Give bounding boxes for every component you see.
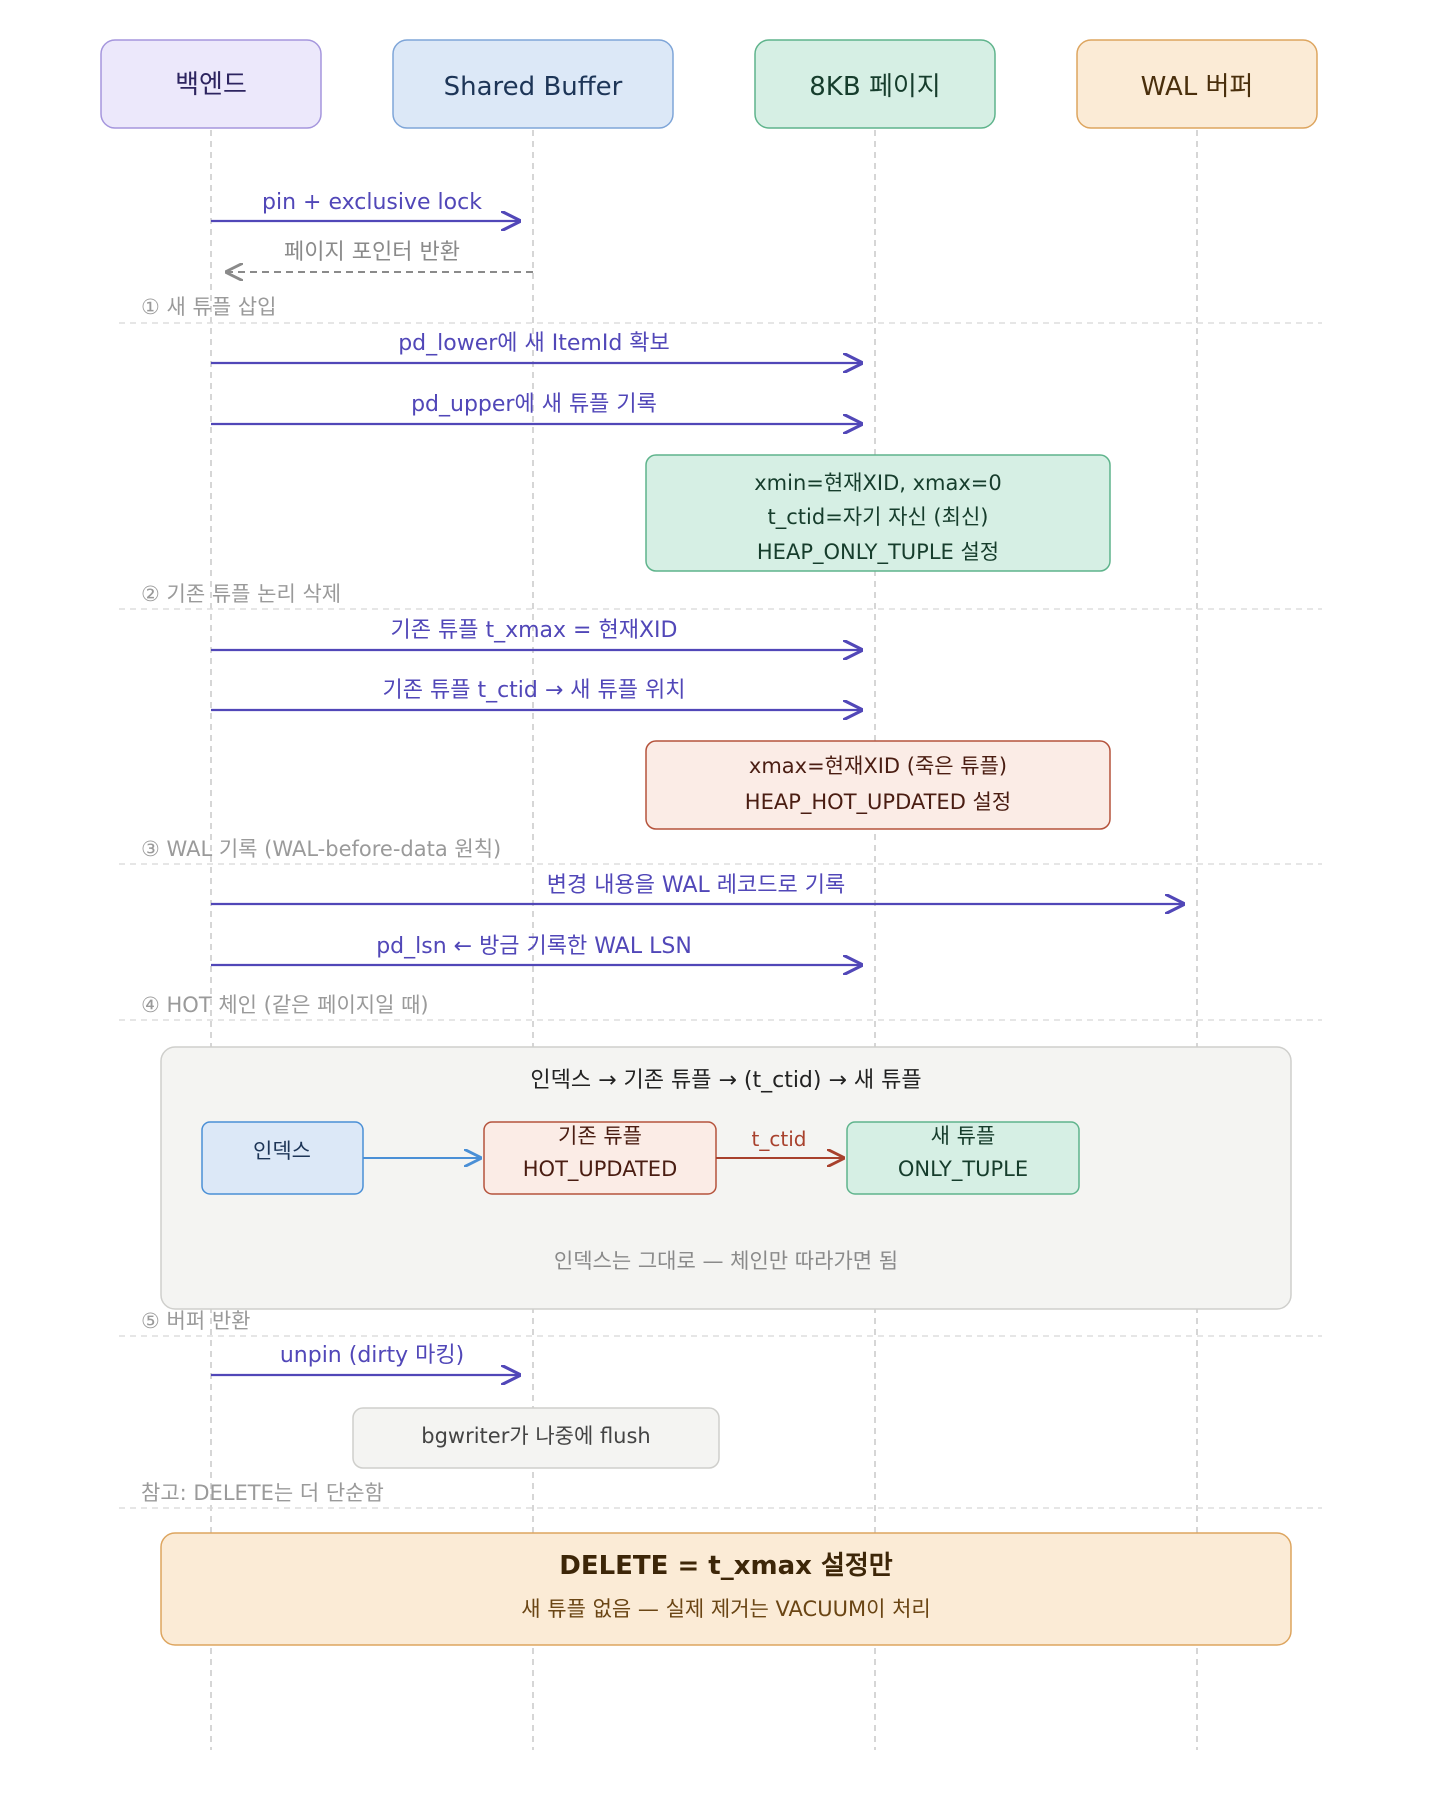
hot-chain-new-tuple-line-1: 새 튜플: [931, 1124, 996, 1148]
hot-chain-panel: 인덱스 → 기존 튜플 → (t_ctid) → 새 튜플 인덱스 기존 튜플 …: [160, 1046, 1292, 1310]
hot-chain-old-tuple-line-2: HOT_UPDATED: [523, 1157, 678, 1182]
message-wal-record: 변경 내용을 WAL 레코드로 기록: [211, 873, 1183, 904]
note-flush-label: bgwriter가 나중에 flush: [421, 1424, 651, 1448]
participant-backend-label: 백엔드: [175, 70, 247, 100]
participant-page-label: 8KB 페이지: [809, 72, 940, 102]
participant-wal-buffer-label: WAL 버퍼: [1141, 72, 1254, 102]
message-wal-record-label: 변경 내용을 WAL 레코드로 기록: [547, 873, 845, 898]
participant-wal-buffer-box: [1076, 39, 1318, 129]
message-pd-lower: pd_lower에 새 ItemId 확보: [211, 331, 861, 363]
message-unpin: unpin (dirty 마킹): [211, 1343, 519, 1375]
section-buffer-release: ⑤ 버퍼 반환: [119, 1309, 1322, 1337]
note-new-tuple-line-2: t_ctid=자기 자신 (최신): [768, 505, 989, 530]
section-insert: ① 새 튜플 삽입: [119, 295, 1322, 324]
lifelines: [210, 130, 1198, 1750]
message-pd-lsn-label: pd_lsn ← 방금 기록한 WAL LSN: [376, 934, 692, 959]
participant-wal-buffer: WAL 버퍼: [1076, 39, 1318, 129]
message-pin: pin + exclusive lock: [211, 190, 519, 221]
hot-chain-new-tuple-line-2: ONLY_TUPLE: [898, 1157, 1028, 1182]
participant-shared-buffer: Shared Buffer: [392, 39, 674, 129]
message-set-ctid-label: 기존 튜플 t_ctid → 새 튜플 위치: [383, 678, 686, 703]
delete-panel-box: [160, 1532, 1292, 1646]
message-pd-upper-label: pd_upper에 새 튜플 기록: [411, 392, 657, 417]
hot-chain-title: 인덱스 → 기존 튜플 → (t_ctid) → 새 튜플: [530, 1068, 921, 1093]
section-logical-delete-label: ② 기존 튜플 논리 삭제: [141, 582, 341, 606]
participant-page: 8KB 페이지: [754, 39, 996, 129]
note-old-tuple-box: [645, 740, 1111, 830]
section-delete-note-label: 참고: DELETE는 더 단순함: [141, 1481, 384, 1505]
message-unpin-label: unpin (dirty 마킹): [280, 1343, 464, 1368]
message-set-xmax-label: 기존 튜플 t_xmax = 현재XID: [391, 618, 678, 643]
note-new-tuple-box: [645, 454, 1111, 572]
section-wal: ③ WAL 기록 (WAL-before-data 원칙): [119, 837, 1322, 865]
note-flush: bgwriter가 나중에 flush: [352, 1407, 720, 1469]
hot-chain-panel-box: [160, 1046, 1292, 1310]
note-flush-box: [352, 1407, 720, 1469]
message-set-ctid: 기존 튜플 t_ctid → 새 튜플 위치: [211, 678, 861, 710]
note-old-tuple-line-1: xmax=현재XID (죽은 튜플): [749, 754, 1007, 778]
note-old-tuple-line-2: HEAP_HOT_UPDATED 설정: [745, 790, 1011, 815]
participant-backend: 백엔드: [100, 39, 322, 129]
hot-chain-new-tuple-box: [846, 1121, 1080, 1195]
section-delete-note: 참고: DELETE는 더 단순함: [119, 1481, 1322, 1509]
hot-chain-ctid-label: t_ctid: [752, 1127, 807, 1151]
section-buffer-release-label: ⑤ 버퍼 반환: [141, 1309, 250, 1333]
participant-page-box: [754, 39, 996, 129]
participant-shared-buffer-label: Shared Buffer: [444, 72, 623, 102]
section-insert-label: ① 새 튜플 삽입: [141, 295, 276, 319]
section-wal-label: ③ WAL 기록 (WAL-before-data 원칙): [141, 837, 501, 861]
message-return-pointer: 페이지 포인터 반환: [227, 240, 533, 272]
section-hot-chain-label: ④ HOT 체인 (같은 페이지일 때): [141, 993, 429, 1017]
hot-chain-old-tuple-line-1: 기존 튜플: [558, 1124, 642, 1148]
delete-panel: DELETE = t_xmax 설정만 새 튜플 없음 — 실제 제거는 VAC…: [160, 1532, 1292, 1646]
hot-chain-footer: 인덱스는 그대로 — 체인만 따라가면 됨: [554, 1249, 898, 1273]
delete-panel-title: DELETE = t_xmax 설정만: [559, 1551, 893, 1581]
message-pd-upper: pd_upper에 새 튜플 기록: [211, 392, 861, 424]
note-new-tuple-line-1: xmin=현재XID, xmax=0: [754, 471, 1002, 495]
note-new-tuple: xmin=현재XID, xmax=0 t_ctid=자기 자신 (최신) HEA…: [645, 454, 1111, 572]
note-new-tuple-line-3: HEAP_ONLY_TUPLE 설정: [757, 540, 999, 565]
message-pd-lsn: pd_lsn ← 방금 기록한 WAL LSN: [211, 934, 861, 965]
delete-panel-subtitle: 새 튜플 없음 — 실제 제거는 VACUUM이 처리: [521, 1597, 930, 1621]
message-return-pointer-label: 페이지 포인터 반환: [284, 240, 460, 265]
section-hot-chain: ④ HOT 체인 (같은 페이지일 때): [119, 993, 1322, 1021]
message-pd-lower-label: pd_lower에 새 ItemId 확보: [398, 331, 670, 356]
message-set-xmax: 기존 튜플 t_xmax = 현재XID: [211, 618, 861, 650]
section-logical-delete: ② 기존 튜플 논리 삭제: [119, 582, 1322, 610]
note-old-tuple: xmax=현재XID (죽은 튜플) HEAP_HOT_UPDATED 설정: [645, 740, 1111, 830]
participant-shared-buffer-box: [392, 39, 674, 129]
hot-chain-index-label: 인덱스: [253, 1139, 311, 1163]
participant-backend-box: [100, 39, 322, 129]
message-pin-label: pin + exclusive lock: [262, 190, 482, 215]
